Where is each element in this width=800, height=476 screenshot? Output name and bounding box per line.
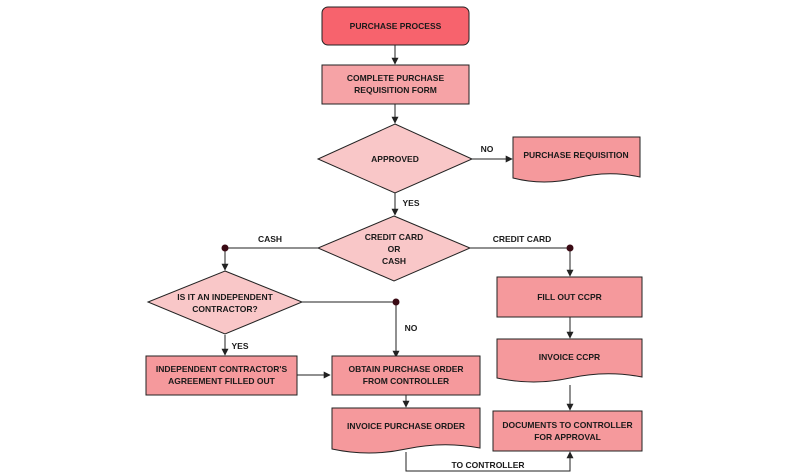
node-obtain-po: OBTAIN PURCHASE ORDER FROM CONTROLLER xyxy=(331,355,481,396)
contractor-agreement-line2: AGREEMENT FILLED OUT xyxy=(168,376,276,386)
label-yes-independent: YES xyxy=(231,341,248,351)
requisition-form-label-line1: COMPLETE PURCHASE xyxy=(347,73,445,83)
fill-ccpr-label: FILL OUT CCPR xyxy=(537,292,602,302)
node-fill-ccpr: FILL OUT CCPR xyxy=(496,276,643,318)
purchase-requisition-document xyxy=(512,136,641,183)
label-to-controller: TO CONTROLLER xyxy=(451,460,524,470)
start-label: PURCHASE PROCESS xyxy=(350,21,442,31)
edge-independent-no xyxy=(302,301,400,358)
start-shape xyxy=(321,6,470,46)
credit-or-cash-line1: CREDIT CARD xyxy=(365,232,424,242)
edge-to-controller xyxy=(405,451,574,472)
independent-line2: CONTRACTOR? xyxy=(192,304,257,314)
label-yes-approved: YES xyxy=(402,198,419,208)
node-purchase-requisition: PURCHASE REQUISITION xyxy=(512,136,641,183)
node-invoice-po: INVOICE PURCHASE ORDER xyxy=(331,407,481,454)
credit-or-cash-line2: OR xyxy=(388,244,401,254)
fill-ccpr-shape xyxy=(496,276,643,318)
junction-dot-no xyxy=(392,298,400,306)
edge-cash xyxy=(221,247,318,271)
obtain-po-shape xyxy=(331,355,481,396)
node-purchase-process: PURCHASE PROCESS xyxy=(321,6,470,46)
obtain-po-line1: OBTAIN PURCHASE ORDER xyxy=(348,364,463,374)
junction-dot-cash xyxy=(221,244,229,252)
node-requisition-form: COMPLETE PURCHASE REQUISITION FORM xyxy=(321,64,470,105)
edges xyxy=(221,45,574,472)
edge-labels: NO YES CASH CREDIT CARD NO YES TO CONTRO… xyxy=(231,144,551,470)
node-credit-or-cash: CREDIT CARD OR CASH xyxy=(316,215,472,282)
credit-or-cash-line3: CASH xyxy=(382,256,406,266)
contractor-agreement-shape xyxy=(145,355,298,396)
label-no-approved: NO xyxy=(481,144,494,154)
independent-line1: IS IT AN INDEPENDENT xyxy=(177,292,273,302)
credit-or-cash-diamond xyxy=(316,215,472,282)
requisition-form-label-line2: REQUISITION FORM xyxy=(354,85,437,95)
edge-credit-card xyxy=(470,247,574,277)
node-documents-to-controller: DOCUMENTS TO CONTROLLER FOR APPROVAL xyxy=(492,410,643,452)
purchase-requisition-label: PURCHASE REQUISITION xyxy=(523,150,628,160)
node-independent-contractor: IS IT AN INDEPENDENT CONTRACTOR? xyxy=(146,270,304,335)
invoice-ccpr-document xyxy=(496,338,643,383)
contractor-agreement-line1: INDEPENDENT CONTRACTOR'S xyxy=(156,364,288,374)
invoice-ccpr-label: INVOICE CCPR xyxy=(539,352,600,362)
independent-diamond xyxy=(146,270,304,335)
documents-shape xyxy=(492,410,643,452)
node-contractor-agreement: INDEPENDENT CONTRACTOR'S AGREEMENT FILLE… xyxy=(145,355,298,396)
node-invoice-ccpr: INVOICE CCPR xyxy=(496,338,643,383)
label-credit-card: CREDIT CARD xyxy=(493,234,552,244)
documents-line2: FOR APPROVAL xyxy=(534,432,601,442)
invoice-po-label: INVOICE PURCHASE ORDER xyxy=(347,421,465,431)
label-no-independent: NO xyxy=(405,323,418,333)
invoice-po-document xyxy=(331,407,481,454)
node-approved: APPROVED xyxy=(316,123,474,194)
approved-label: APPROVED xyxy=(371,154,419,164)
obtain-po-line2: FROM CONTROLLER xyxy=(363,376,449,386)
junction-dot-credit xyxy=(566,244,574,252)
requisition-form-shape xyxy=(321,64,470,105)
documents-line1: DOCUMENTS TO CONTROLLER xyxy=(502,420,632,430)
approved-diamond xyxy=(316,123,474,194)
label-cash: CASH xyxy=(258,234,282,244)
